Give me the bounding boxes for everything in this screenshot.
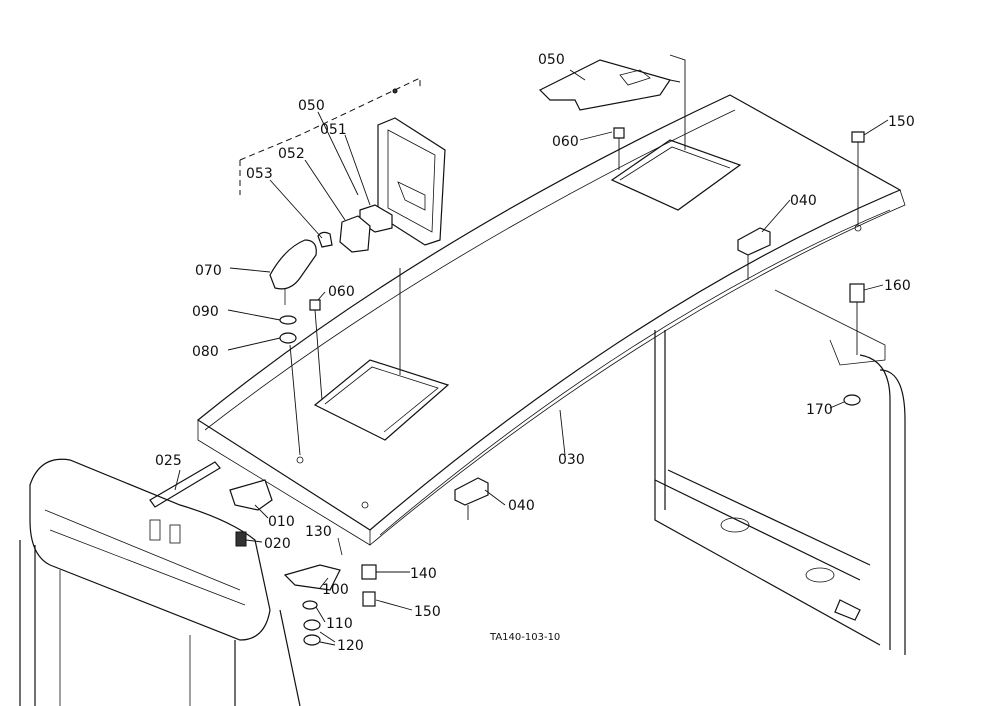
drawing-code: TA140-103-10 bbox=[489, 632, 560, 643]
label-020: 020 bbox=[264, 536, 291, 552]
label-130: 130 bbox=[305, 524, 332, 540]
label-100: 100 bbox=[322, 582, 349, 598]
label-160: 160 bbox=[884, 278, 911, 294]
leader-lines bbox=[174, 69, 889, 646]
hatch-cover-front-assembly bbox=[239, 77, 446, 456]
label-110: 110 bbox=[326, 616, 353, 632]
label-050-rear: 050 bbox=[538, 52, 565, 68]
label-170: 170 bbox=[806, 402, 833, 418]
cab-frame bbox=[654, 289, 906, 655]
label-050-front: 050 bbox=[298, 98, 325, 114]
label-070: 070 bbox=[195, 263, 222, 279]
label-052: 052 bbox=[278, 146, 305, 162]
label-080: 080 bbox=[192, 344, 219, 360]
label-150-bottom: 150 bbox=[414, 604, 441, 620]
label-150-top: 150 bbox=[888, 114, 915, 130]
label-060-front: 060 bbox=[328, 284, 355, 300]
label-051: 051 bbox=[320, 122, 347, 138]
label-010: 010 bbox=[268, 514, 295, 530]
label-040-front: 040 bbox=[508, 498, 535, 514]
part-labels: 050 051 052 053 070 090 080 060 050 060 … bbox=[155, 52, 915, 654]
small-parts bbox=[149, 127, 865, 646]
hatch-cover-rear bbox=[538, 54, 686, 150]
label-025: 025 bbox=[155, 453, 182, 469]
label-040-rear: 040 bbox=[790, 193, 817, 209]
label-090: 090 bbox=[192, 304, 219, 320]
label-120: 120 bbox=[337, 638, 364, 654]
front-cab-structure bbox=[19, 458, 301, 706]
label-030: 030 bbox=[558, 452, 585, 468]
roof-panel bbox=[196, 94, 906, 546]
label-140: 140 bbox=[410, 566, 437, 582]
label-053: 053 bbox=[246, 166, 273, 182]
label-060-rear: 060 bbox=[552, 134, 579, 150]
